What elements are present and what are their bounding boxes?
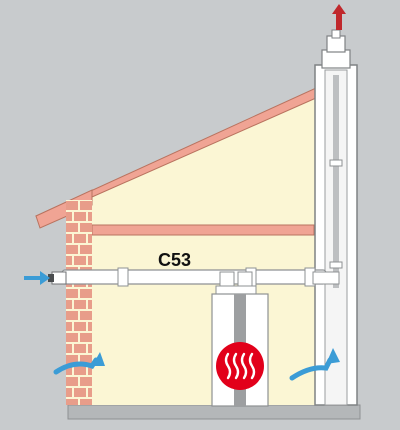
heat-waves-icon <box>224 352 256 380</box>
wall-terminal-grille <box>48 274 54 282</box>
brick <box>74 366 86 375</box>
horizontal-flue-pipe <box>61 269 327 285</box>
brick <box>66 399 78 405</box>
brick <box>74 322 86 331</box>
brick <box>66 201 78 210</box>
brick <box>88 256 92 265</box>
brick <box>66 300 72 309</box>
brick <box>80 399 92 405</box>
brick <box>66 355 78 364</box>
brick <box>74 234 86 243</box>
brick <box>66 245 78 254</box>
chimney-cap <box>331 29 341 39</box>
brick <box>66 223 78 232</box>
brick <box>88 388 92 397</box>
brick <box>88 322 92 331</box>
brick <box>80 355 92 364</box>
arrow-up-icon <box>332 4 346 30</box>
brick <box>66 388 72 397</box>
chimney-joint <box>329 261 343 269</box>
brick <box>74 212 86 221</box>
ground-slab <box>67 404 361 420</box>
brick <box>66 256 72 265</box>
brick <box>66 322 72 331</box>
brick-wall <box>66 200 92 405</box>
room-air-arrow-icon <box>53 352 105 375</box>
brick <box>74 388 86 397</box>
brick <box>74 300 86 309</box>
brick <box>80 223 92 232</box>
brick <box>80 333 92 342</box>
brick <box>80 311 92 320</box>
chimney-joint <box>329 159 343 167</box>
brick <box>80 377 92 386</box>
brick <box>80 289 92 298</box>
brick <box>88 234 92 243</box>
chimney-connection <box>312 271 340 285</box>
brick <box>66 366 72 375</box>
brick <box>88 212 92 221</box>
brick <box>88 344 92 353</box>
brick <box>66 289 78 298</box>
brick <box>88 300 92 309</box>
brick <box>74 256 86 265</box>
brick <box>80 245 92 254</box>
brick <box>80 201 92 210</box>
brick <box>66 333 78 342</box>
room-air-arrow-icon <box>289 348 340 381</box>
ceiling-beam <box>91 224 315 236</box>
brick <box>66 212 72 221</box>
brick <box>66 311 78 320</box>
brick <box>74 344 86 353</box>
brick <box>66 344 72 353</box>
arrow-right-icon <box>24 271 50 285</box>
brick <box>66 377 78 386</box>
pipe-joint <box>117 267 129 287</box>
brick <box>88 366 92 375</box>
boiler-burner-circle <box>216 342 264 390</box>
wall-air-terminal <box>51 271 67 285</box>
flue-type-label: C53 <box>158 250 191 270</box>
brick <box>66 234 72 243</box>
chimney-collar <box>321 49 351 69</box>
